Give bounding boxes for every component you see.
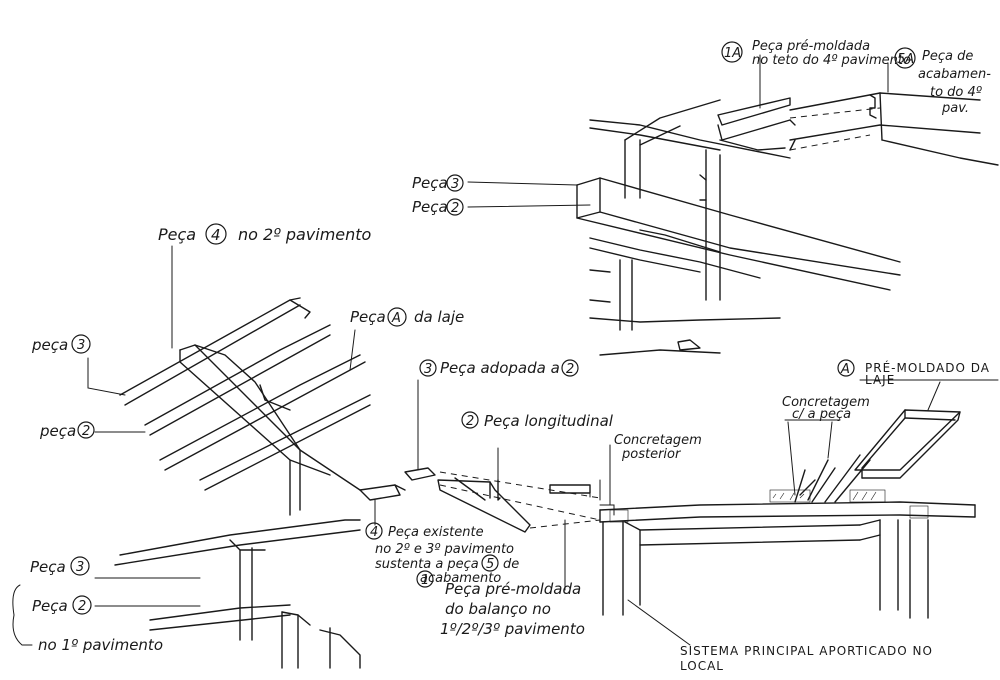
label-mid-1-line1: Peça pré-moldada (445, 580, 581, 598)
label-5a-line2: acabamen- (918, 67, 991, 82)
label-right-a-line1: PRÉ-MOLDADO DA (865, 360, 990, 375)
label-left-pecaA: Peça (350, 308, 386, 326)
label-right-conc-2: c/ a peça (792, 407, 851, 422)
label-5a-line1: Peça de (922, 49, 973, 64)
tag-mid-2: 2 (466, 414, 474, 429)
label-mid-3: Peça adopada a (440, 359, 560, 377)
center-exploded-drawing (359, 379, 615, 591)
tag-right-a: A (840, 362, 850, 377)
leader-right-a (927, 381, 941, 411)
tag-left-peca2: 2 (82, 424, 90, 439)
label-left-pecaA-rest: da laje (414, 308, 464, 326)
label-mid-2: Peça longitudinal (484, 412, 614, 430)
tag-bl-peca3: 3 (76, 560, 84, 575)
label-mid-4-line3: sustenta a peça (375, 557, 479, 572)
label-mid-1-line3: 1º/2º/3º pavimento (440, 620, 585, 638)
leader-top-peca2 (467, 204, 591, 208)
bracket-bl (12, 584, 33, 646)
tag-circle-mid-2 (461, 411, 479, 429)
tag-circle-1a (721, 41, 743, 63)
label-conc-posterior-1: Concretagem (614, 433, 702, 448)
label-mid-4-line4: acabamento (420, 571, 501, 586)
label-bl-peca2: Peça (32, 597, 68, 615)
label-sistema-line2: LOCAL (680, 659, 724, 673)
tag-circle-mid-4-ref (481, 554, 499, 572)
label-top-peca2: Peça (412, 198, 448, 216)
tag-circle-mid-3 (419, 359, 437, 377)
label-5a-line4: pav. (941, 101, 969, 116)
label-1a-line2: no teto do 4º pavimento (752, 53, 911, 68)
label-sistema-line1: SISTEMA PRINCIPAL APORTICADO NO (680, 644, 933, 658)
label-left-peca3: peça (31, 336, 68, 354)
leader-top-peca3 (467, 181, 578, 186)
tag-circle-top-peca2 (446, 198, 464, 216)
label-top-peca3: Peça (412, 174, 448, 192)
tag-circle-top-peca3 (446, 174, 464, 192)
tag-mid-4: 4 (370, 525, 378, 540)
leader-left-pecaA (349, 329, 356, 371)
label-mid-1-line2: do balanço no (445, 600, 551, 618)
label-left-peca4-rest: no 2º pavimento (238, 225, 372, 244)
label-mid-4-line1: Peça existente (388, 525, 484, 540)
tag-circle-mid-3-ref (561, 359, 579, 377)
tag-mid-3: 3 (424, 362, 432, 377)
tag-circle-bl-peca3 (70, 556, 90, 576)
label-bl-pav: no 1º pavimento (38, 636, 163, 654)
tag-circle-left-peca3 (71, 334, 91, 354)
label-bl-peca3: Peça (30, 558, 66, 576)
leader-left-peca3 (87, 357, 126, 396)
label-1a-line1: Peça pré-moldada (752, 39, 870, 54)
tag-circle-5a (894, 47, 916, 69)
tag-left-peca4: 4 (211, 226, 221, 244)
label-left-peca4: Peça (158, 225, 196, 244)
tag-bl-peca2: 2 (78, 599, 86, 614)
label-mid-4-line3b: de (503, 557, 519, 572)
left-perspective-drawing (12, 245, 371, 669)
tag-circle-left-peca4 (205, 223, 227, 245)
tag-circle-mid-4 (365, 522, 383, 540)
label-mid-4-line2: no 2º e 3º pavimento (375, 542, 514, 557)
label-conc-posterior-2: posterior (621, 447, 682, 462)
leader-conc-1 (787, 421, 796, 496)
tag-circle-right-a (837, 359, 855, 377)
label-5a-line3: to do 4º (930, 85, 982, 100)
tag-1a: 1A (724, 46, 741, 61)
tag-5a: 5A (897, 52, 914, 67)
tag-circle-left-pecaA (387, 307, 407, 327)
leader-sistema (627, 599, 691, 646)
tag-top-peca3: 3 (451, 177, 459, 192)
portico-frame-drawing (599, 379, 999, 646)
tag-mid-1: 1 (421, 573, 429, 588)
tag-left-peca3: 3 (77, 338, 85, 353)
tag-top-peca2: 2 (451, 201, 459, 216)
tag-mid-4-ref: 5 (486, 557, 494, 572)
leader-conc-2 (827, 421, 833, 459)
tag-circle-mid-1 (416, 570, 434, 588)
tag-left-pecaA: A (391, 311, 401, 326)
label-right-a-line2: LAJE (865, 373, 895, 387)
tag-mid-3-ref: 2 (566, 362, 574, 377)
label-right-conc-1: Concretagem (782, 395, 870, 410)
tag-circle-left-peca2 (77, 421, 95, 439)
label-left-peca2: peça (39, 422, 76, 440)
tag-circle-bl-peca2 (72, 595, 92, 615)
top-perspective-drawing (467, 54, 999, 356)
